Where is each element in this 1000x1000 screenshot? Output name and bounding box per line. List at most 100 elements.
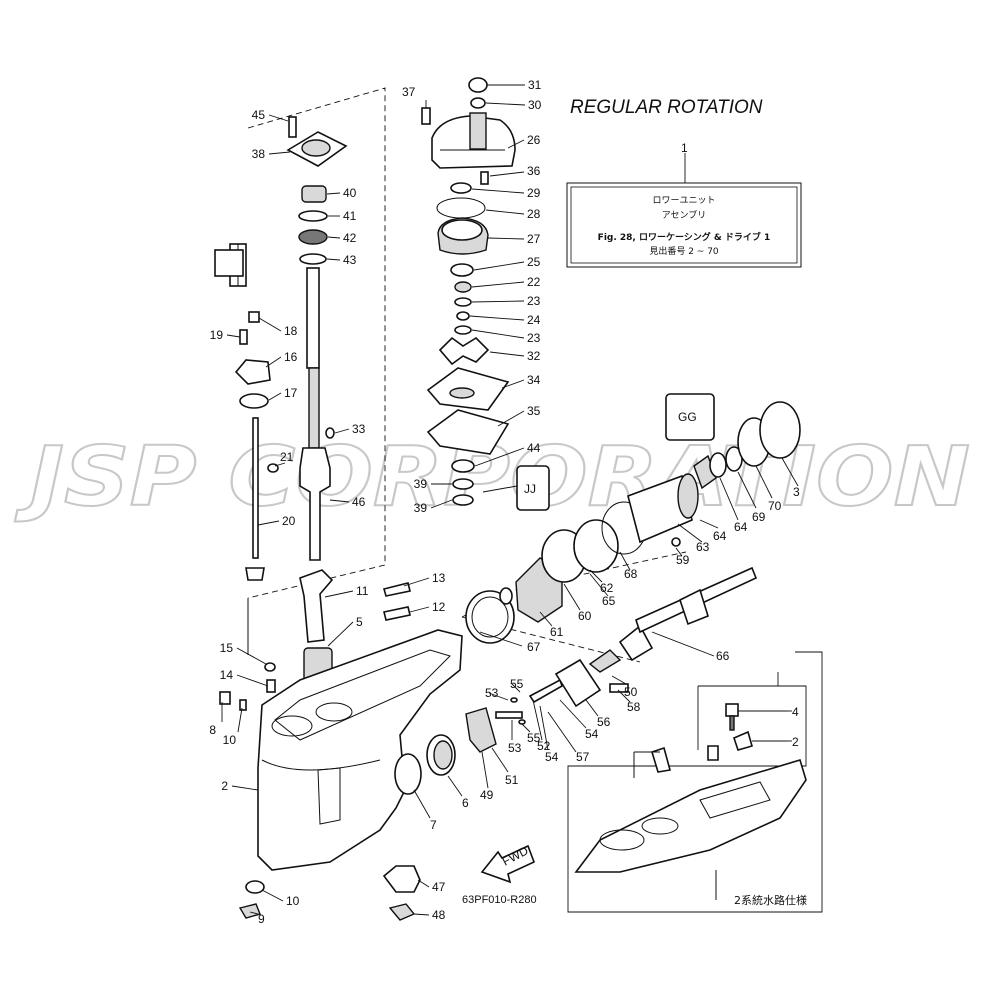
part-number-label: 70 <box>768 499 782 513</box>
leader-line <box>417 879 430 888</box>
part-number-label: 64 <box>713 529 727 543</box>
part-number-label: 10 <box>223 733 237 747</box>
part-number-label: 35 <box>527 404 541 418</box>
inset-dual-water-box: 2系統水路仕様 <box>567 651 823 913</box>
part-number-label: 14 <box>220 668 234 682</box>
part-number-label: 6 <box>462 796 469 810</box>
leader-line <box>329 499 350 503</box>
assembly-reference-box: ロワーユニット アセンブリ Fig. 28, ロワーケーシング & ドライブ 1… <box>566 153 802 268</box>
part-number-label: 63 <box>696 540 710 554</box>
assembly-ref-number: 1 <box>681 141 688 155</box>
leader-line <box>430 499 453 509</box>
part-number-label: 2 <box>221 779 228 793</box>
part-number-label: 66 <box>716 649 730 663</box>
leader-line <box>236 647 267 665</box>
part-number-label: 25 <box>527 255 541 269</box>
leader-line <box>737 471 757 509</box>
part-number-label: 30 <box>528 98 542 112</box>
propeller-shaft-parts: GG <box>465 393 801 644</box>
part-number-label: 55 <box>527 731 541 745</box>
part-number-label: 41 <box>343 209 357 223</box>
part-number-label: 24 <box>527 313 541 327</box>
part-number-label: 26 <box>527 133 541 147</box>
part-number-label: 67 <box>527 640 541 654</box>
part-number-label: 2 <box>792 735 799 749</box>
leader-line <box>521 723 531 733</box>
leader-line <box>413 789 431 819</box>
leader-line <box>326 192 341 195</box>
part-number-label: 59 <box>676 553 690 567</box>
leader-line <box>487 237 525 240</box>
leader-line <box>334 428 350 434</box>
drawing-code: 63PF010-R280 <box>462 894 537 906</box>
leader-line <box>491 747 509 773</box>
part-number-label: 33 <box>352 422 366 436</box>
leader-line <box>675 547 683 557</box>
water-pump-parts: JJ <box>421 77 550 511</box>
leader-line <box>497 410 525 427</box>
part-number-label: 9 <box>258 912 265 926</box>
part-number-label: 68 <box>624 567 638 581</box>
leader-line <box>469 315 525 321</box>
part-number-label: 55 <box>510 677 524 691</box>
leader-line <box>474 447 525 467</box>
part-number-label: 47 <box>432 880 446 894</box>
leader-line <box>258 317 282 332</box>
svg-text:GG: GG <box>678 410 697 424</box>
part-labels: 3130372636292827252223242332343544393945… <box>209 78 800 926</box>
part-number-label: 42 <box>343 231 357 245</box>
part-number-label: 12 <box>432 600 446 614</box>
part-number-label: 61 <box>550 625 564 639</box>
leader-line <box>532 699 543 741</box>
part-number-label: 20 <box>282 514 296 528</box>
leader-line <box>699 519 719 529</box>
leader-line <box>236 674 269 687</box>
leader-line <box>249 911 259 915</box>
part-number-label: 40 <box>343 186 357 200</box>
part-number-label: 22 <box>527 275 541 289</box>
part-number-label: 65 <box>602 594 616 608</box>
part-number-label: 27 <box>527 232 541 246</box>
part-number-label: 54 <box>585 727 599 741</box>
leader-line <box>511 683 521 693</box>
leader-line <box>237 707 243 733</box>
part-number-label: 18 <box>284 324 298 338</box>
leader-line <box>327 236 341 239</box>
part-number-label: 52 <box>537 739 551 753</box>
leader-line <box>327 621 354 647</box>
part-number-label: 49 <box>480 788 494 802</box>
leader-line <box>403 577 430 587</box>
part-number-label: 3 <box>793 485 800 499</box>
leader-line <box>473 261 525 271</box>
leader-line <box>261 889 284 902</box>
leader-line <box>619 551 631 571</box>
leader-line <box>268 392 282 401</box>
leader-line <box>479 631 523 647</box>
part-number-label: 15 <box>220 641 234 655</box>
part-number-label: 51 <box>505 773 519 787</box>
part-number-label: 53 <box>508 741 522 755</box>
part-number-label: 28 <box>527 207 541 221</box>
part-number-label: 58 <box>627 700 641 714</box>
part-number-label: 48 <box>432 908 446 922</box>
leader-line <box>611 675 627 685</box>
leader-line <box>539 611 553 627</box>
inset-note: 2系統水路仕様 <box>734 893 807 907</box>
part-number-label: 31 <box>528 78 542 92</box>
leader-line <box>488 692 509 701</box>
leader-line <box>585 699 599 717</box>
leader-line <box>539 705 549 751</box>
part-number-label: 43 <box>343 253 357 267</box>
leader-line <box>409 606 430 613</box>
part-number-label: 39 <box>414 501 428 515</box>
part-number-label: 16 <box>284 350 298 364</box>
leader-line <box>226 334 241 338</box>
leader-line <box>471 300 525 303</box>
part-number-label: 39 <box>414 477 428 491</box>
leader-line <box>274 462 286 467</box>
leader-line <box>485 209 525 215</box>
part-number-label: 17 <box>284 386 298 400</box>
part-number-label: 21 <box>280 450 294 464</box>
leader-line <box>489 171 525 177</box>
